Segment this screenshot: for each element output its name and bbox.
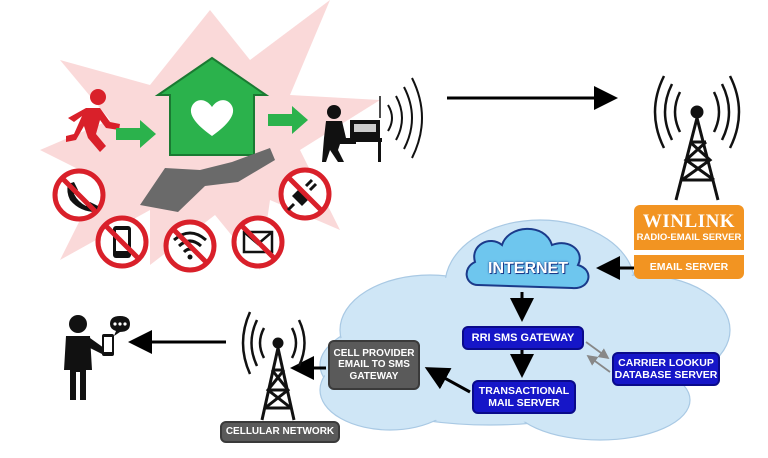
- transactional-line1: TRANSACTIONAL: [478, 384, 570, 397]
- transactional-line2: MAIL SERVER: [488, 397, 560, 409]
- arrow-carrier-to-rri: [586, 354, 611, 373]
- running-person-icon: [66, 89, 120, 152]
- cell-provider-line3: GATEWAY: [349, 370, 399, 382]
- person-phone-icon: [64, 315, 130, 400]
- no-email-icon: [231, 215, 285, 269]
- cellular-network-box: CELLULAR NETWORK: [220, 421, 340, 443]
- no-phone-icon: [52, 168, 106, 222]
- cell-provider-line2: EMAIL TO SMS: [338, 359, 410, 371]
- helping-hand-icon: [140, 148, 275, 212]
- arrow-rri-to-carrier: [585, 341, 610, 360]
- radio-waves-operator: [387, 77, 423, 159]
- arrow-transactional-to-cell-provider: [424, 367, 471, 394]
- email-server-box: EMAIL SERVER: [634, 255, 744, 279]
- internet-cloud-icon: [465, 227, 590, 290]
- no-wifi-icon: [163, 219, 217, 273]
- carrier-lookup-line2: DATABASE SERVER: [614, 369, 718, 381]
- winlink-subtitle: RADIO-EMAIL SERVER: [636, 231, 742, 243]
- radio-tower-icon: [653, 75, 741, 201]
- cell-provider-box: CELL PROVIDER EMAIL TO SMS GATEWAY: [328, 340, 420, 390]
- home-heart-icon: [154, 56, 270, 156]
- rri-sms-gateway-label: RRI SMS GATEWAY: [471, 331, 575, 344]
- transactional-mail-server-box: TRANSACTIONAL MAIL SERVER: [472, 380, 576, 414]
- winlink-title: WINLINK: [642, 211, 736, 233]
- green-arrow-2: [268, 106, 308, 134]
- green-arrow-1: [116, 120, 156, 148]
- no-power-icon: [278, 167, 332, 221]
- carrier-lookup-line1: CARRIER LOOKUP: [618, 356, 714, 369]
- no-mobile-icon: [95, 215, 149, 269]
- radio-operator-icon: [322, 96, 382, 162]
- rri-sms-gateway-box: RRI SMS GATEWAY: [462, 326, 584, 350]
- email-server-label: EMAIL SERVER: [649, 260, 729, 273]
- winlink-server-box: WINLINK RADIO-EMAIL SERVER: [634, 205, 744, 250]
- cellular-network-label: CELLULAR NETWORK: [225, 426, 335, 438]
- cell-tower-icon: [241, 311, 306, 421]
- internet-label: INTERNET: [488, 259, 568, 277]
- carrier-lookup-box: CARRIER LOOKUP DATABASE SERVER: [612, 352, 720, 386]
- cell-provider-line1: CELL PROVIDER: [333, 347, 415, 359]
